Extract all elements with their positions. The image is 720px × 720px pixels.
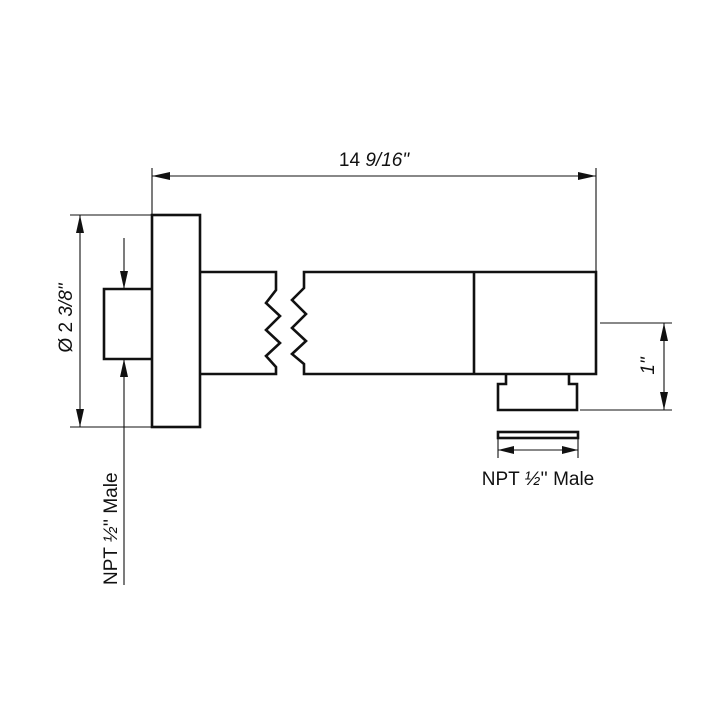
- outlet-thread-label: NPT ½'' Male: [482, 469, 595, 490]
- arrowhead-left: [152, 172, 170, 180]
- outlet-washer: [496, 430, 580, 440]
- arrowhead-inlet-bottom: [120, 359, 128, 377]
- arrowhead-right: [578, 172, 596, 180]
- outlet-connector: [496, 374, 579, 412]
- flange-diameter-whole: Ø 2: [56, 322, 77, 353]
- arrowhead-offset-top: [660, 323, 668, 341]
- wall-flange: [150, 213, 202, 429]
- overall-length-label: 14 9/16": [339, 150, 410, 171]
- arm-left-segment: [200, 270, 282, 376]
- overall-length-fraction: 9/16": [365, 150, 410, 171]
- outlet-offset-label: 1": [638, 356, 659, 375]
- arrowhead-outlet-right: [562, 446, 578, 454]
- overall-length-dimension: 14 9/16": [151, 150, 597, 272]
- inlet-nipple: [102, 287, 152, 361]
- arrowhead-top: [76, 215, 84, 233]
- outlet-offset-dimension: 1": [580, 322, 672, 411]
- arrowhead-outlet-left: [498, 446, 514, 454]
- overall-length-whole: 14: [339, 150, 361, 171]
- flange-diameter-label: Ø 2 3/8": [56, 282, 77, 352]
- arm-right-segment: [290, 270, 598, 376]
- outlet-thread-dimension: NPT ½'' Male: [482, 438, 595, 490]
- arrowhead-inlet-top: [120, 271, 128, 289]
- inlet-thread-dimension: NPT ½'' Male: [101, 238, 128, 585]
- flange-diameter-fraction: 3/8": [56, 282, 77, 316]
- flange-diameter-dimension: Ø 2 3/8": [56, 214, 152, 428]
- arrowhead-bottom: [76, 409, 84, 427]
- inlet-thread-label: NPT ½'' Male: [101, 472, 122, 585]
- arrowhead-offset-bottom: [660, 392, 668, 410]
